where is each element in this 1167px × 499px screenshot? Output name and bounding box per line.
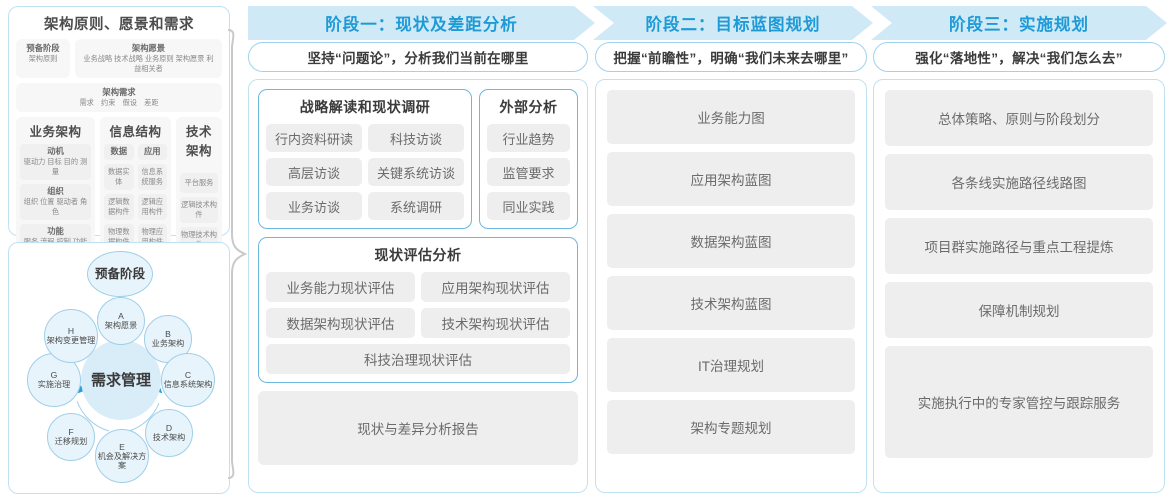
list-item[interactable]: 各条线实施路径线路图 <box>885 154 1153 210</box>
cycle-node-e: E 机会及解决方案 <box>95 429 149 483</box>
framework-vision-sub: 业务战略 技术战略 业务原则 架构愿景 利益相关者 <box>83 54 214 73</box>
phase-3-banner-label: 阶段三：实施规划 <box>949 16 1089 34</box>
framework-prelim-box: 预备阶段 架构原则 <box>16 39 70 78</box>
list-item[interactable]: 应用架构现状评估 <box>421 272 570 302</box>
framework-cell: 数据 <box>104 144 134 160</box>
framework-vision-title: 架构愿景 <box>131 43 166 53</box>
phase-banner-row: 阶段一：现状及差距分析 阶段二：目标蓝图规划 阶段三：实施规划 <box>248 0 1167 42</box>
framework-requirements-sub: 需求 约束 假设 差距 <box>79 98 159 107</box>
brace-connector <box>227 29 248 479</box>
information-structure-title: 信息结构 <box>109 125 162 139</box>
list-item[interactable]: 数据架构现状评估 <box>266 308 415 338</box>
list-item[interactable]: 行内资料研读 <box>266 124 362 152</box>
list-item[interactable]: 高层访谈 <box>266 158 362 186</box>
technology-architecture-title: 技术架构 <box>185 125 212 158</box>
list-item[interactable]: 同业实践 <box>487 192 570 220</box>
cycle-node-f: F 迁移规划 <box>47 413 95 461</box>
list-item[interactable]: 应用架构蓝图 <box>607 152 855 206</box>
framework-technology-architecture: 技术架构 平台服务 逻辑技术构件 物理技术构件 <box>176 117 222 258</box>
phase-2-column: 业务能力图 应用架构蓝图 数据架构蓝图 技术架构蓝图 IT治理规划 架构专题规划 <box>595 79 867 493</box>
phase-subtitle-row: 坚持“问题论”，分析我们当前在哪里 把握“前瞻性”，明确“我们未来去哪里” 强化… <box>248 42 1167 74</box>
phase-2-banner: 阶段二：目标蓝图规划 <box>593 6 873 40</box>
left-panel: 架构原则、愿景和需求 预备阶段 架构原则 架构愿景 业务战略 技术战略 业务原则… <box>8 6 230 494</box>
framework-cell: 逻辑应用构件 <box>137 194 167 220</box>
list-item[interactable]: 行业趋势 <box>487 124 570 152</box>
phase-3-subtitle: 强化“落地性”，解决“我们怎么去” <box>873 42 1165 72</box>
phase-2-subtitle: 把握“前瞻性”，明确“我们未来去哪里” <box>595 42 867 72</box>
framework-information-structure: 信息结构 数据 数据实体 逻辑数据构件 <box>100 117 171 258</box>
adm-cycle-card: 预备阶段 需求管理 A 架构愿景 B 业务架构 C 信息系统架构 <box>8 242 230 494</box>
list-item[interactable]: 科技治理现状评估 <box>266 344 570 374</box>
framework-requirements-box: 架构需求 需求 约束 假设 差距 <box>16 83 222 112</box>
phase-1-report[interactable]: 现状与差异分析报告 <box>258 391 578 465</box>
framework-prelim-title: 预备阶段 <box>26 43 60 53</box>
external-analysis-group: 外部分析 行业趋势 监管要求 同业实践 <box>479 89 578 229</box>
strategy-research-group: 战略解读和现状调研 行内资料研读 科技访谈 高层访谈 关键系统访谈 业务访谈 系… <box>258 89 472 229</box>
list-item[interactable]: IT治理规划 <box>607 338 855 392</box>
list-item[interactable]: 保障机制规划 <box>885 282 1153 338</box>
list-item[interactable]: 关键系统访谈 <box>368 158 464 186</box>
cycle-node-center: 需求管理 <box>81 340 161 420</box>
phase-2-banner-label: 阶段二：目标蓝图规划 <box>645 16 821 34</box>
list-item[interactable]: 系统调研 <box>368 192 464 220</box>
cycle-node-prep: 预备阶段 <box>87 251 153 297</box>
list-item[interactable]: 业务能力图 <box>607 90 855 144</box>
list-item[interactable]: 业务能力现状评估 <box>266 272 415 302</box>
phases-area: 阶段一：现状及差距分析 阶段二：目标蓝图规划 阶段三：实施规划 坚持“问题论”，… <box>248 0 1167 499</box>
external-analysis-title: 外部分析 <box>499 99 558 115</box>
framework-cell: 组织 组织 位置 驱动者 角色 <box>20 184 91 220</box>
list-item[interactable]: 架构专题规划 <box>607 400 855 454</box>
framework-cell: 逻辑数据构件 <box>104 194 134 220</box>
framework-title: 架构原则、愿景和需求 <box>44 17 194 33</box>
list-item[interactable]: 监管要求 <box>487 158 570 186</box>
list-item[interactable]: 科技访谈 <box>368 124 464 152</box>
framework-cell: 逻辑技术构件 <box>180 197 218 223</box>
current-state-assessment-group: 现状评估分析 业务能力现状评估 应用架构现状评估 数据架构现状评估 技术架构现状… <box>258 237 578 383</box>
framework-cell: 数据实体 <box>104 164 134 190</box>
phase-1-banner-label: 阶段一：现状及差距分析 <box>325 16 518 34</box>
framework-prelim-sub: 架构原则 <box>28 54 58 63</box>
list-item[interactable]: 技术架构蓝图 <box>607 276 855 330</box>
framework-cell: 信息系统服务 <box>137 164 167 190</box>
cycle-node-g: G 实施治理 <box>27 353 81 407</box>
phase-3-banner: 阶段三：实施规划 <box>871 6 1167 40</box>
strategy-research-title: 战略解读和现状调研 <box>299 99 431 115</box>
cycle-node-c: C 信息系统架构 <box>161 353 215 407</box>
framework-cell: 应用 <box>137 144 167 160</box>
togaf-framework-card: 架构原则、愿景和需求 预备阶段 架构原则 架构愿景 业务战略 技术战略 业务原则… <box>8 6 230 309</box>
framework-cell: 动机 驱动力 目标 目的 测量 <box>20 144 91 180</box>
list-item[interactable]: 项目群实施路径与重点工程提炼 <box>885 218 1153 274</box>
phase-1-subtitle: 坚持“问题论”，分析我们当前在哪里 <box>248 42 588 72</box>
list-item[interactable]: 技术架构现状评估 <box>421 308 570 338</box>
framework-vision-box: 架构愿景 业务战略 技术战略 业务原则 架构愿景 利益相关者 <box>75 39 222 78</box>
phase-1-column: 战略解读和现状调研 行内资料研读 科技访谈 高层访谈 关键系统访谈 业务访谈 系… <box>248 79 588 493</box>
list-item[interactable]: 数据架构蓝图 <box>607 214 855 268</box>
framework-requirements-title: 架构需求 <box>102 87 136 97</box>
framework-cell: 平台服务 <box>180 173 218 193</box>
list-item[interactable]: 总体策略、原则与阶段划分 <box>885 90 1153 146</box>
adm-cycle-diagram: 预备阶段 需求管理 A 架构愿景 B 业务架构 C 信息系统架构 <box>9 243 231 495</box>
business-architecture-title: 业务架构 <box>29 125 82 139</box>
current-state-assessment-title: 现状评估分析 <box>374 247 462 263</box>
cycle-node-a: A 架构愿景 <box>97 297 145 345</box>
phase-3-column: 总体策略、原则与阶段划分 各条线实施路径线路图 项目群实施路径与重点工程提炼 保… <box>873 79 1165 493</box>
list-item[interactable]: 业务访谈 <box>266 192 362 220</box>
phase-1-banner: 阶段一：现状及差距分析 <box>248 6 595 40</box>
cycle-node-d: D 技术架构 <box>145 409 193 457</box>
phase-columns: 战略解读和现状调研 行内资料研读 科技访谈 高层访谈 关键系统访谈 业务访谈 系… <box>248 79 1167 497</box>
cycle-node-h: H 架构变更管理 <box>44 309 98 363</box>
list-item[interactable]: 实施执行中的专家管控与跟踪服务 <box>885 346 1153 458</box>
framework-business-architecture: 业务架构 动机 驱动力 目标 目的 测量 组织 组织 位置 驱动者 角色 功能 … <box>16 117 95 258</box>
